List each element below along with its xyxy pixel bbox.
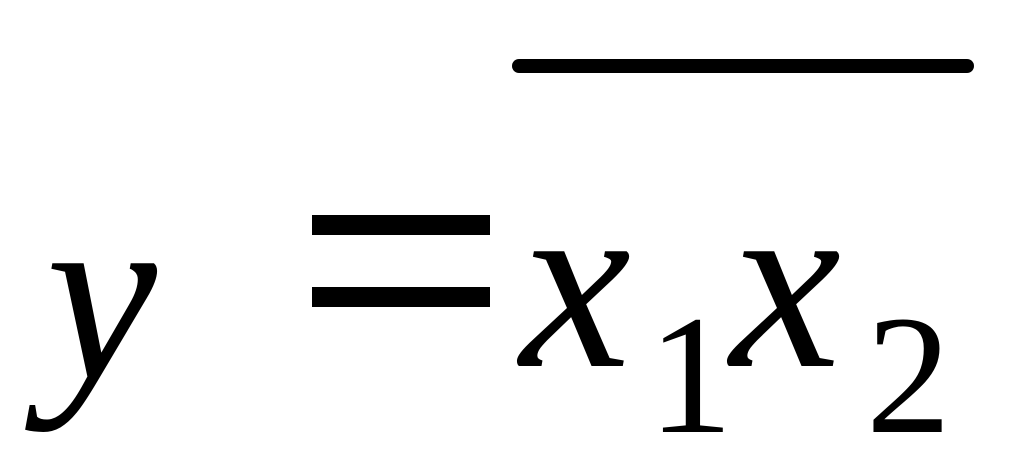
subscript-2: 2 <box>866 281 951 469</box>
variable-y: y <box>46 156 157 433</box>
subscript-1: 1 <box>648 281 733 469</box>
equals-bar-bottom <box>312 287 490 307</box>
equals-sign-text: = <box>312 200 318 211</box>
negation-overline <box>512 59 974 73</box>
variable-x2: x <box>730 144 841 421</box>
equals-bar-top <box>312 215 490 235</box>
variable-x1: x <box>520 144 631 421</box>
